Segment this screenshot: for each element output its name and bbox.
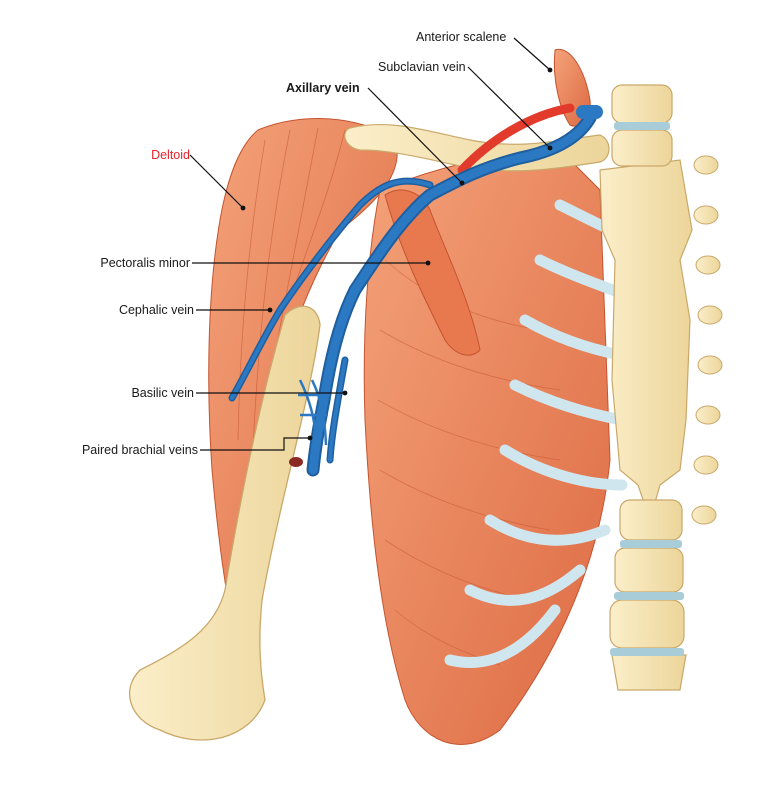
leader-lines	[189, 37, 551, 451]
subclavian-axillary-vein-fill	[308, 113, 595, 475]
label-paired-brachial-veins: Paired brachial veins	[81, 443, 198, 457]
humerus	[129, 305, 321, 741]
costal-cartilages	[444, 199, 628, 669]
paired-brachial-veins	[298, 379, 330, 446]
label-deltoid: Deltoid	[151, 148, 190, 162]
rib-heads	[691, 155, 723, 525]
sternum	[599, 159, 693, 523]
subclavian-artery	[457, 103, 575, 175]
label-subclavian-vein: Subclavian vein	[378, 60, 466, 74]
label-basilic-vein: Basilic vein	[131, 386, 194, 400]
label-cephalic-vein: Cephalic vein	[118, 303, 194, 317]
intervertebral-discs	[610, 122, 684, 656]
basilic-vein-fill	[328, 358, 347, 462]
label-axillary-vein: Axillary vein	[286, 81, 360, 95]
label-anterior-scalene: Anterior scalene	[416, 30, 507, 44]
cephalic-vein-fill	[230, 179, 432, 400]
brachial-artery-cut	[289, 457, 303, 467]
label-pectoralis-minor: Pectoralis minor	[100, 256, 190, 270]
vertebral-column	[609, 84, 687, 691]
leader-dots	[240, 67, 553, 441]
clavicle	[344, 123, 610, 172]
